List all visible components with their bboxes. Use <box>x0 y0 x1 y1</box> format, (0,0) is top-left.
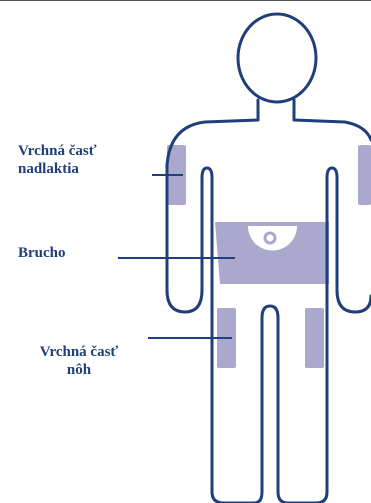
zone-belly <box>215 222 329 284</box>
label-thighs: Vrchná časť nôh <box>20 343 138 379</box>
label-upper-arm: Vrchná časť nadlaktia <box>18 142 97 178</box>
head-outline <box>238 14 316 102</box>
label-belly: Brucho <box>18 244 66 262</box>
navel <box>265 233 275 243</box>
zone-right-upper-arm <box>358 145 371 205</box>
body-outline <box>167 100 371 503</box>
neck-right-outline <box>294 100 371 140</box>
zone-right-thigh <box>305 308 324 368</box>
